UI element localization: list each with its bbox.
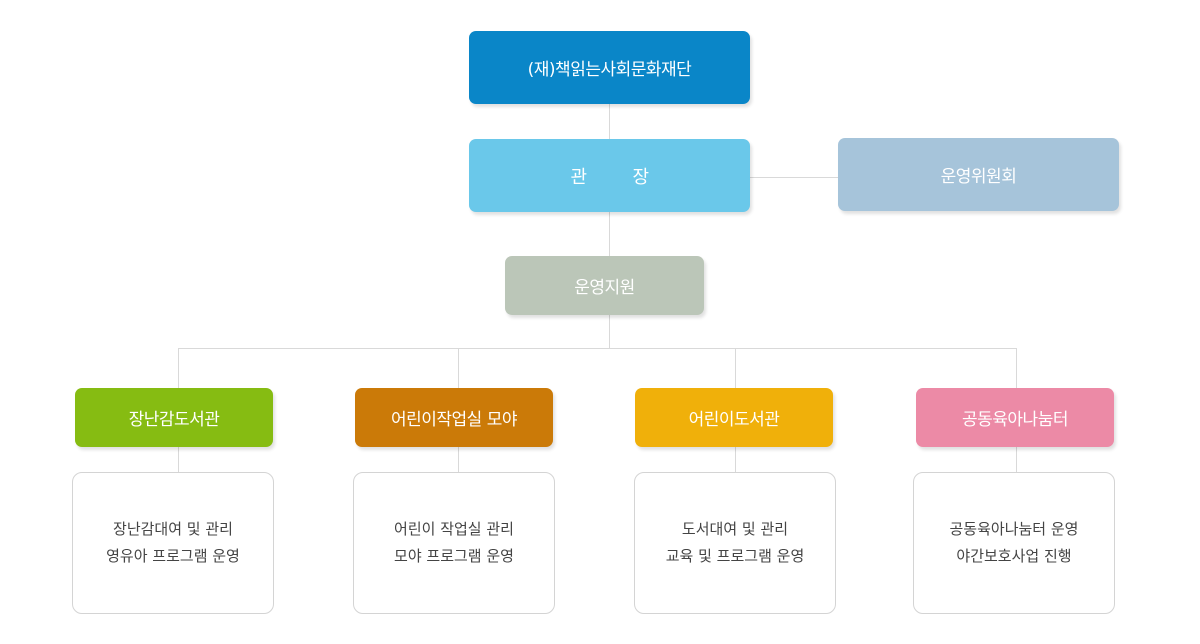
connector-bus-dept-1 bbox=[178, 348, 179, 388]
connector-director-committee bbox=[750, 177, 838, 178]
duty-line: 공동육아나눔터 운영 bbox=[949, 520, 1079, 538]
foundation-node: (재)책읽는사회문화재단 bbox=[469, 31, 750, 104]
dept-children-workshop: 어린이작업실 모야 bbox=[355, 388, 553, 447]
foundation-label: (재)책읽는사회문화재단 bbox=[527, 60, 692, 80]
desc-toy-library: 장난감대여 및 관리 영유아 프로그램 운영 bbox=[72, 472, 274, 614]
support-label: 운영지원 bbox=[574, 278, 635, 298]
duty-line: 도서대여 및 관리 bbox=[681, 520, 789, 538]
dept-toy-library: 장난감도서관 bbox=[75, 388, 273, 447]
dept-children-library: 어린이도서관 bbox=[635, 388, 833, 447]
director-label-char1: 관 bbox=[570, 166, 587, 188]
connector-support-bus bbox=[609, 315, 610, 349]
connector-dept-1-desc bbox=[178, 447, 179, 472]
connector-dept-3-desc bbox=[735, 447, 736, 472]
desc-children-library: 도서대여 및 관리 교육 및 프로그램 운영 bbox=[634, 472, 836, 614]
dept-name: 어린이도서관 bbox=[688, 410, 780, 430]
connector-dept-4-desc bbox=[1016, 447, 1017, 472]
connector-bus-dept-4 bbox=[1016, 348, 1017, 388]
duty-line: 교육 및 프로그램 운영 bbox=[665, 547, 805, 565]
connector-bus-dept-2 bbox=[458, 348, 459, 388]
connector-horizontal-bus bbox=[178, 348, 1017, 349]
dept-name: 장난감도서관 bbox=[128, 410, 220, 430]
connector-bus-dept-3 bbox=[735, 348, 736, 388]
desc-children-workshop: 어린이 작업실 관리 모야 프로그램 운영 bbox=[353, 472, 555, 614]
dept-childcare-sharing: 공동육아나눔터 bbox=[916, 388, 1114, 447]
committee-label: 운영위원회 bbox=[940, 167, 1017, 187]
director-label-char2: 장 bbox=[632, 166, 650, 188]
support-node: 운영지원 bbox=[505, 256, 704, 315]
desc-childcare-sharing: 공동육아나눔터 운영 야간보호사업 진행 bbox=[913, 472, 1115, 614]
duty-line: 모야 프로그램 운영 bbox=[394, 547, 514, 565]
duty-line: 야간보호사업 진행 bbox=[956, 547, 1072, 565]
committee-node: 운영위원회 bbox=[838, 138, 1119, 211]
connector-dept-2-desc bbox=[458, 447, 459, 472]
duty-line: 영유아 프로그램 운영 bbox=[106, 547, 240, 565]
duty-line: 어린이 작업실 관리 bbox=[394, 520, 514, 538]
dept-name: 어린이작업실 모야 bbox=[390, 410, 518, 430]
connector-director-support bbox=[609, 212, 610, 256]
duty-line: 장난감대여 및 관리 bbox=[113, 520, 233, 538]
dept-name: 공동육아나눔터 bbox=[962, 410, 1068, 430]
connector-foundation-director bbox=[609, 104, 610, 139]
